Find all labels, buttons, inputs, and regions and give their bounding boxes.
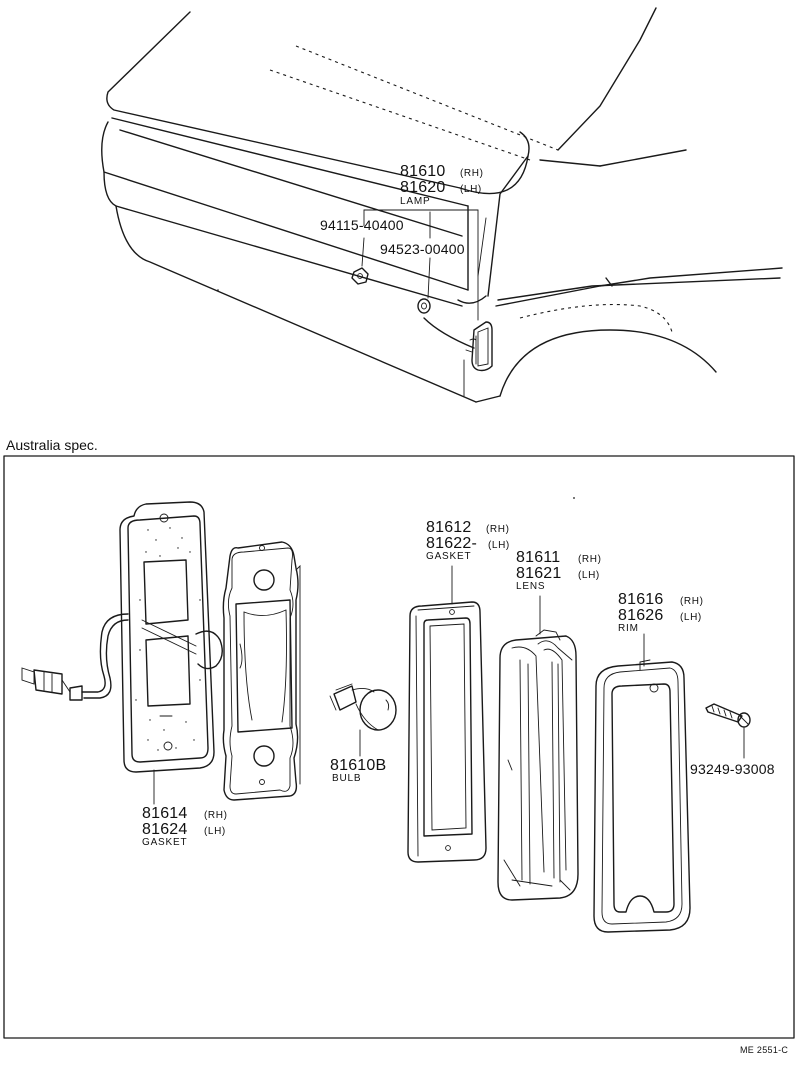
front-gasket-side-lh: (LH)	[488, 540, 510, 551]
lens-shape	[497, 629, 579, 901]
wire-harness	[21, 613, 129, 701]
rear-gasket-part-rh: 81614	[142, 805, 188, 822]
nut-shape	[351, 267, 369, 285]
lamp-name: LAMP	[400, 196, 431, 207]
front-gasket-name: GASKET	[426, 551, 472, 562]
bulb-part: 81610B	[330, 757, 387, 774]
rim-part-lh: 81626	[618, 607, 664, 624]
bulb-name: BULB	[332, 773, 362, 784]
screw-part: 93249-93008	[690, 761, 775, 777]
lamp-part-lh: 81620	[400, 179, 446, 196]
lens-part-rh: 81611	[516, 549, 561, 566]
lens-name: LENS	[516, 581, 546, 592]
upper-leader-lines	[361, 209, 487, 321]
bulb-shape	[329, 683, 397, 731]
washer-part: 94523-00400	[380, 241, 465, 257]
rim-side-rh: (RH)	[680, 596, 704, 607]
drawing-code: ME 2551-C	[740, 1045, 789, 1055]
vehicle-front-corner	[101, 7, 783, 403]
lamp-part-rh: 81610	[400, 163, 446, 180]
front-gasket-part-lh: 81622-	[426, 535, 478, 552]
lamp-side-lh: (LH)	[460, 184, 482, 195]
nut-part: 94115-40400	[320, 217, 404, 233]
screw-shape	[705, 703, 751, 728]
front-gasket-shape	[407, 601, 487, 863]
lamp-side-rh: (RH)	[460, 168, 484, 179]
washer-shape	[417, 298, 431, 314]
front-gasket-side-rh: (RH)	[486, 524, 510, 535]
lamp-wire	[423, 317, 475, 349]
side-lamp-installed	[463, 321, 493, 397]
lens-side-rh: (RH)	[578, 554, 602, 565]
lens-side-lh: (LH)	[578, 570, 600, 581]
lower-leader-lines	[153, 565, 745, 805]
lamp-housing	[119, 501, 223, 773]
rear-gasket-side-rh: (RH)	[204, 810, 228, 821]
rear-gasket-name: GASKET	[142, 837, 188, 848]
front-gasket-part-rh: 81612	[426, 519, 472, 536]
lens-part-lh: 81621	[516, 565, 562, 582]
rear-gasket-part-lh: 81624	[142, 821, 188, 838]
rim-part-rh: 81616	[618, 591, 664, 608]
section-title: Australia spec.	[6, 437, 98, 453]
rim-name: RIM	[618, 623, 639, 634]
australia-spec-frame	[3, 455, 795, 1039]
reflector-plate	[222, 541, 301, 801]
rim-side-lh: (LH)	[680, 612, 702, 623]
rear-gasket-side-lh: (LH)	[204, 826, 226, 837]
rim-shape	[593, 659, 691, 933]
